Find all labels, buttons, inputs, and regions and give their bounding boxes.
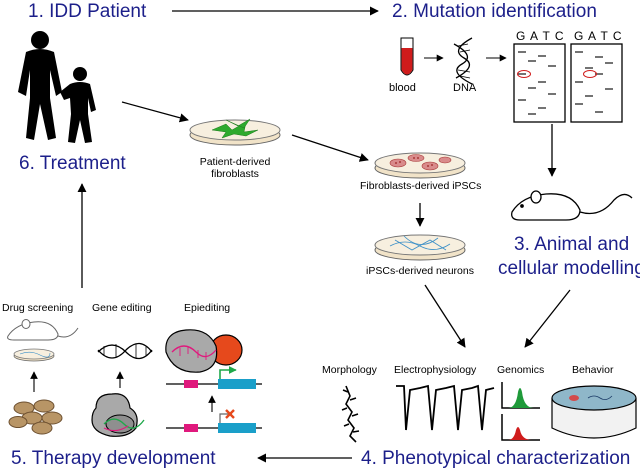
dna-helix-icon xyxy=(453,37,473,85)
block-cross-icon xyxy=(225,409,235,419)
gel-2-header: G A T C xyxy=(574,29,623,43)
electrophysiology-label: Electrophysiology xyxy=(394,364,477,376)
patient-silhouette-icon xyxy=(18,31,96,143)
blood-tube-icon xyxy=(400,37,414,76)
pills-icon xyxy=(8,399,63,435)
arrow-fibroblasts-to-ipsc xyxy=(291,134,369,162)
dna-label: DNA xyxy=(453,82,477,94)
morphology-neuron-icon xyxy=(341,385,360,443)
step-5-title: 5. Therapy development xyxy=(11,448,216,469)
ipsc-label: Fibroblasts-derived iPSCs xyxy=(360,180,482,192)
arrow-patient-to-fibroblasts xyxy=(121,101,189,123)
genomics-label: Genomics xyxy=(497,364,545,376)
behavior-arena-icon xyxy=(551,385,637,439)
sequencing-gel-2 xyxy=(570,43,623,123)
mouse-icon xyxy=(511,190,633,221)
neuron-dish-icon xyxy=(374,234,466,261)
ipsc-dish-icon xyxy=(374,152,466,179)
electrophysiology-trace-icon xyxy=(396,384,495,431)
step-3-title-line2: cellular modelling xyxy=(498,258,640,279)
gene-editing-label: Gene editing xyxy=(92,302,152,314)
arrow-models-to-phenotype xyxy=(524,289,571,348)
epiediting-label: Epiediting xyxy=(184,302,231,314)
drug-screening-label: Drug screening xyxy=(2,302,74,314)
arrow-neurons-to-phenotype xyxy=(424,284,466,348)
drug-screening-dish-icon xyxy=(13,348,55,362)
sequencing-gel-1 xyxy=(513,43,566,123)
fibroblasts-label-line2: fibroblasts xyxy=(211,168,259,180)
inactive-gene-track xyxy=(166,409,262,433)
step-6-title: 6. Treatment xyxy=(19,153,126,174)
blood-label: blood xyxy=(389,82,416,94)
morphology-label: Morphology xyxy=(322,364,377,376)
step-3-title-line1: 3. Animal and xyxy=(514,234,630,255)
crispr-complex-icon xyxy=(91,393,145,437)
gel-1-header: G A T C xyxy=(516,29,565,43)
fibroblast-dish-icon xyxy=(189,118,281,146)
neurons-label: iPSCs-derived neurons xyxy=(366,265,474,277)
epiediting-complex-icon xyxy=(165,329,243,373)
active-gene-track xyxy=(166,366,262,389)
genomics-plot-icon xyxy=(501,382,540,441)
step-4-title: 4. Phenotypical characterization xyxy=(361,448,631,469)
step-2-title: 2. Mutation identification xyxy=(392,1,597,22)
drug-screening-mouse-icon xyxy=(7,319,79,341)
gene-editing-dna-icon xyxy=(97,342,153,360)
fibroblasts-label-line1: Patient-derived xyxy=(199,156,271,168)
behavior-label: Behavior xyxy=(572,364,614,376)
step-1-title: 1. IDD Patient xyxy=(28,1,147,22)
